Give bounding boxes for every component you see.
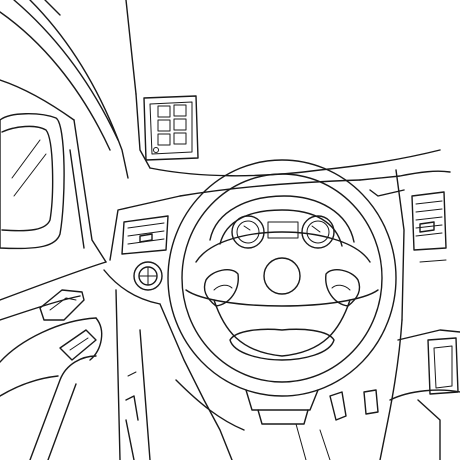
status-led-icon — [153, 147, 159, 153]
right-air-vent — [411, 191, 447, 263]
windshield-base — [149, 149, 441, 197]
horn-emblem[interactable] — [263, 257, 301, 295]
switch-button-3[interactable] — [157, 119, 171, 132]
dashboard-left — [103, 195, 181, 460]
cluster-display — [267, 221, 299, 239]
speedometer-gauge — [231, 215, 265, 249]
right-steering-buttons[interactable] — [325, 269, 361, 307]
switch-button-6[interactable] — [173, 132, 187, 145]
switch-button-2[interactable] — [173, 104, 187, 117]
switch-button-5[interactable] — [157, 133, 171, 146]
door-handle — [0, 289, 103, 460]
aux-switch-panel[interactable] — [143, 95, 199, 161]
left-air-vent — [121, 215, 169, 255]
side-mirror — [0, 113, 65, 250]
accelerator-pedal — [363, 389, 379, 415]
switch-button-4[interactable] — [173, 118, 187, 131]
steering-column — [245, 389, 319, 425]
headlight-knob — [133, 261, 163, 291]
steering-wheel[interactable] — [167, 159, 397, 397]
a-pillar — [0, 0, 151, 179]
pedals — [295, 389, 379, 460]
brake-pedal — [329, 391, 347, 421]
door-trim — [0, 79, 107, 321]
center-stack — [417, 337, 459, 460]
dashboard-right — [359, 169, 460, 460]
tachometer-gauge — [301, 215, 335, 249]
knee-panel — [159, 303, 245, 460]
left-steering-buttons[interactable] — [203, 269, 239, 307]
switch-button-1[interactable] — [157, 105, 171, 118]
instrument-cluster — [209, 195, 355, 249]
